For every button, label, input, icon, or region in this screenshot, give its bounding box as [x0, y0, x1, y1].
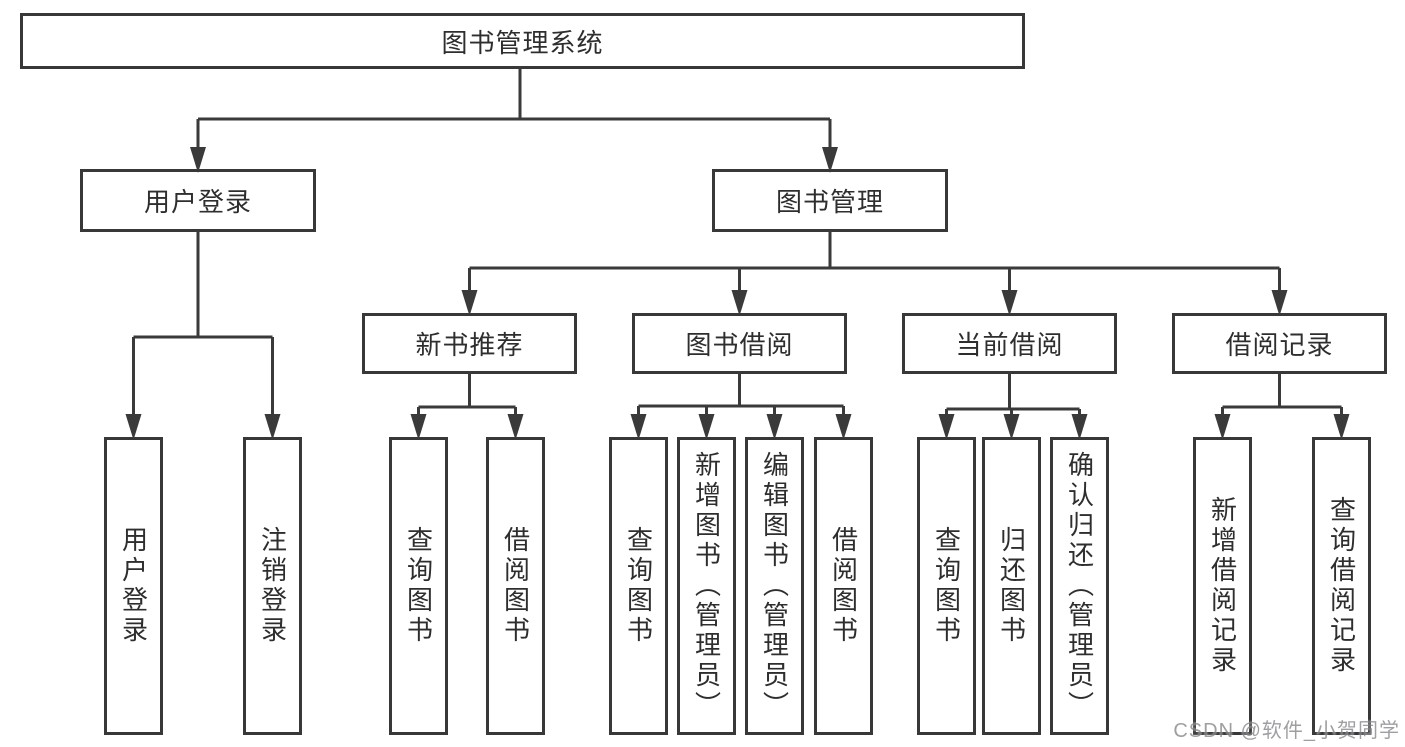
- node-label: 编辑图书（管理员）: [759, 451, 790, 721]
- node-label: 图书借阅: [685, 330, 794, 360]
- node-label: 借阅图书: [828, 526, 859, 646]
- leaf-return-books: 归还图书: [982, 437, 1041, 735]
- node-label: 借阅图书: [500, 526, 531, 646]
- node-label: 新书推荐: [415, 330, 524, 360]
- node-label: 新增借阅记录: [1207, 496, 1238, 676]
- leaf-confirm-return-admin: 确认归还（管理员）: [1050, 437, 1109, 735]
- leaf-borrow-books: 借阅图书: [814, 437, 873, 735]
- leaf-query-books: 查询图书: [917, 437, 976, 735]
- node-label: 查询图书: [931, 526, 962, 646]
- node-label: 查询图书: [623, 526, 654, 646]
- leaf-add-borrow-record: 新增借阅记录: [1193, 437, 1252, 735]
- node-borrowing-records: 借阅记录: [1172, 313, 1387, 374]
- node-library-management-system: 图书管理系统: [20, 13, 1025, 69]
- leaf-edit-books-admin: 编辑图书（管理员）: [745, 437, 804, 735]
- csdn-watermark: CSDN @软件_小贺同学: [1173, 720, 1400, 742]
- leaf-borrow-books: 借阅图书: [486, 437, 545, 735]
- node-label: 借阅记录: [1225, 330, 1334, 360]
- leaf-add-books-admin: 新增图书（管理员）: [677, 437, 736, 735]
- node-label: 图书管理: [775, 187, 884, 217]
- node-user-login: 用户登录: [80, 169, 316, 232]
- leaf-query-books: 查询图书: [609, 437, 668, 735]
- leaf-user-login: 用户登录: [104, 437, 163, 735]
- node-label: 确认归还（管理员）: [1064, 451, 1095, 721]
- node-label: 注销登录: [257, 526, 288, 646]
- node-new-book-recommendation: 新书推荐: [362, 313, 577, 374]
- node-label: 用户登录: [143, 187, 252, 217]
- leaf-query-borrow-record: 查询借阅记录: [1312, 437, 1371, 735]
- node-label: 当前借阅: [955, 330, 1064, 360]
- node-book-management: 图书管理: [712, 169, 948, 232]
- node-label: 查询图书: [403, 526, 434, 646]
- node-label: 用户登录: [118, 526, 149, 646]
- node-label: 新增图书（管理员）: [691, 451, 722, 721]
- node-current-borrowing: 当前借阅: [902, 313, 1117, 374]
- node-label: 查询借阅记录: [1326, 496, 1357, 676]
- leaf-logout: 注销登录: [243, 437, 302, 735]
- leaf-query-books: 查询图书: [389, 437, 448, 735]
- node-label: 图书管理系统: [441, 27, 604, 58]
- node-book-borrowing: 图书借阅: [632, 313, 847, 374]
- node-label: 归还图书: [996, 526, 1027, 646]
